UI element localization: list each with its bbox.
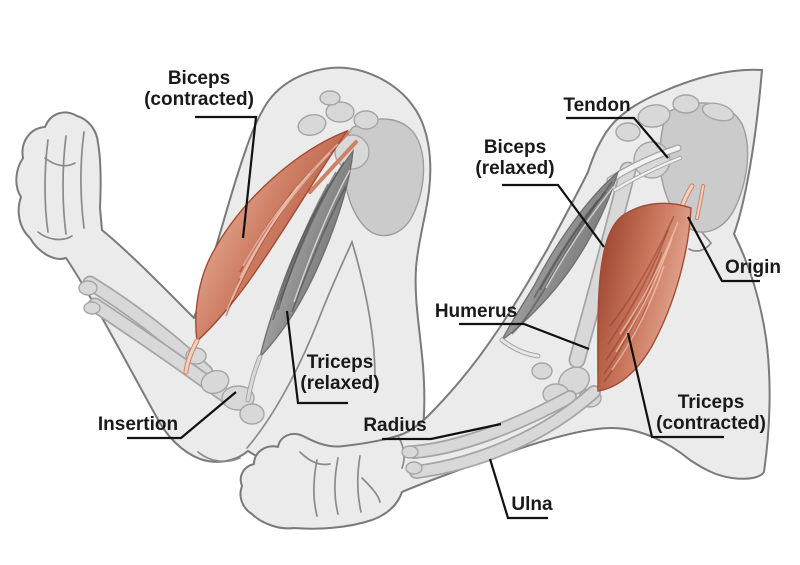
biceps-relaxed-fibers bbox=[533, 185, 615, 299]
label-origin: Origin bbox=[725, 257, 781, 278]
biceps-relaxed-muscle bbox=[499, 170, 620, 359]
armpit-fold bbox=[688, 223, 713, 252]
label-insertion: Insertion bbox=[97, 414, 179, 435]
triceps-relaxed-muscle bbox=[245, 148, 354, 403]
shoulder-bones bbox=[297, 90, 425, 237]
extended-arm-silhouette bbox=[239, 68, 771, 530]
triceps-relaxed-fibers bbox=[272, 161, 351, 321]
finger-line bbox=[313, 459, 318, 517]
label-triceps-relaxed: Triceps (relaxed) bbox=[300, 352, 380, 394]
label-biceps-relaxed: Biceps (relaxed) bbox=[475, 137, 555, 179]
label-tendon: Tendon bbox=[563, 95, 631, 116]
label-triceps-contracted: Triceps (contracted) bbox=[656, 392, 766, 434]
flexed-arm-skin-folds bbox=[37, 131, 376, 463]
leader-biceps-contracted bbox=[195, 115, 258, 239]
leader-biceps-relaxed bbox=[502, 183, 605, 248]
leader-radius bbox=[382, 422, 502, 441]
extended-arm-figure bbox=[239, 68, 771, 530]
acromion-right bbox=[637, 104, 671, 128]
triceps-contracted-muscle bbox=[597, 183, 705, 392]
forearm-bones bbox=[78, 275, 265, 425]
finger-line bbox=[80, 131, 85, 229]
leader-triceps-relaxed bbox=[285, 310, 348, 405]
finger-line bbox=[62, 135, 67, 235]
triceps-contracted-fibers bbox=[603, 215, 679, 383]
biceps-contracted-fibers bbox=[225, 143, 339, 317]
finger-line bbox=[44, 139, 49, 233]
label-radius: Radius bbox=[363, 415, 427, 436]
leader-lines bbox=[127, 115, 760, 520]
radius-bone bbox=[408, 391, 576, 458]
clavicle bbox=[297, 113, 327, 137]
elbow-joint bbox=[200, 369, 230, 395]
biceps-contracted-muscle bbox=[183, 129, 358, 375]
flexed-arm-figure bbox=[15, 66, 432, 477]
label-biceps-contracted: Biceps (contracted) bbox=[144, 68, 254, 110]
ulna-bone bbox=[410, 386, 600, 478]
leader-tendon bbox=[566, 116, 669, 159]
leader-origin bbox=[687, 216, 760, 283]
thumb-line bbox=[44, 157, 76, 167]
finger-line bbox=[334, 457, 339, 515]
thumb-line bbox=[361, 477, 381, 503]
acromion bbox=[353, 110, 379, 130]
leader-insertion bbox=[127, 391, 237, 440]
finger-line bbox=[357, 455, 362, 513]
thumb-web-line bbox=[37, 231, 73, 241]
leader-triceps-contracted bbox=[626, 332, 724, 439]
leader-ulna bbox=[488, 458, 548, 520]
label-humerus: Humerus bbox=[434, 301, 518, 322]
label-ulna: Ulna bbox=[511, 494, 553, 515]
clavicle-right bbox=[701, 102, 735, 122]
leader-humerus bbox=[459, 322, 590, 351]
